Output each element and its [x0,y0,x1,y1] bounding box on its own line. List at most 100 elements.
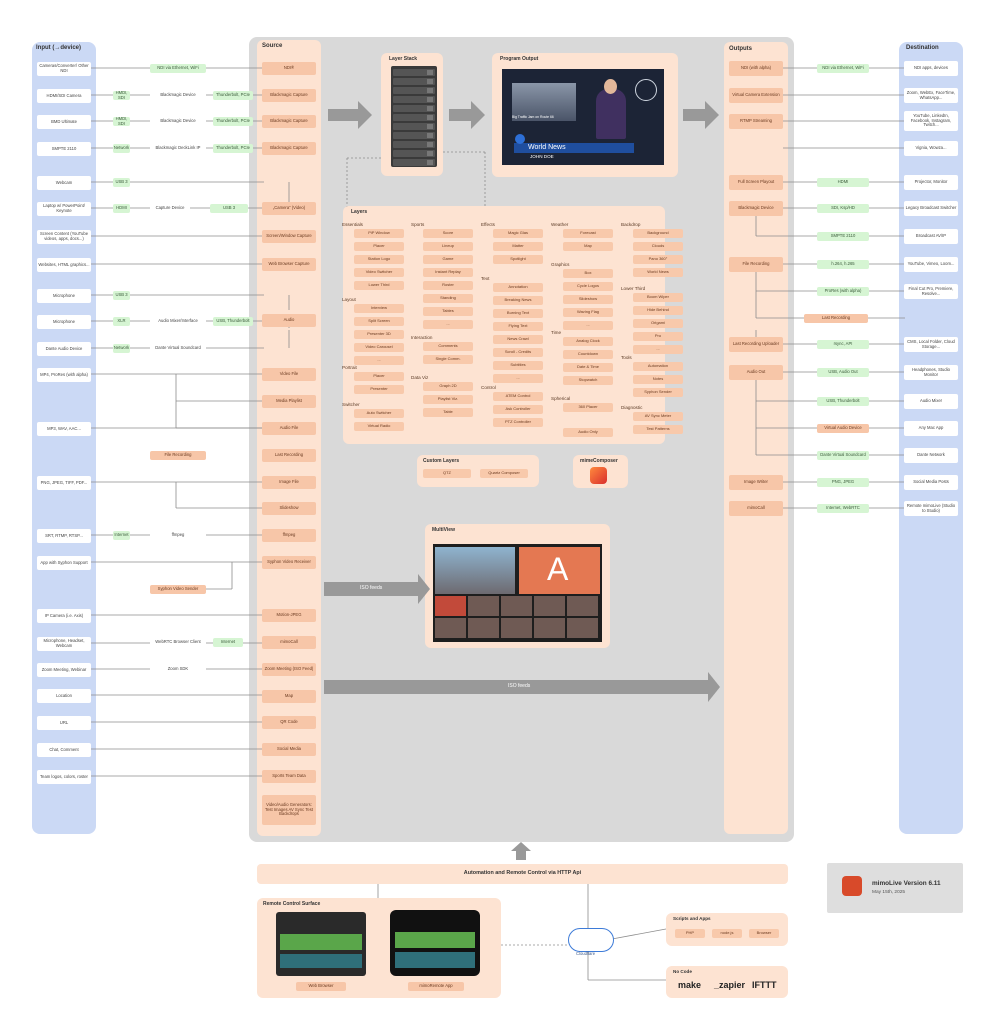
source-item[interactable]: Blackmagic Capture [262,142,316,155]
source-item[interactable]: NDI® [262,62,316,75]
layer-button[interactable]: Standing [423,294,473,303]
layer-button[interactable]: Presenter [354,385,404,394]
layer-button[interactable]: ... [563,321,613,330]
layer-button[interactable]: Instant Replay [423,268,473,277]
layer-button[interactable]: Syphon Sender [633,388,683,397]
layer-button[interactable]: Table [423,408,473,417]
layer-button[interactable]: Background [633,229,683,238]
source-item[interactable]: Web Browser Capture [262,258,316,271]
layer-button[interactable]: Box [563,269,613,278]
layer-button[interactable]: ... [423,320,473,329]
layer-button[interactable]: Auto Switcher [354,409,404,418]
layer-button[interactable]: Pro [633,332,683,341]
output-item[interactable]: Full Screen Playout [729,175,783,190]
layer-toggle-icon[interactable] [427,115,433,120]
source-item[interactable]: Video/Audio Generators: Test Images AV S… [262,795,316,825]
layer-stack-row[interactable] [393,69,435,76]
layer-button[interactable]: Origami [633,319,683,328]
layer-stack-row[interactable] [393,96,435,103]
layer-button[interactable]: Interview [354,304,404,313]
layer-toggle-icon[interactable] [427,106,433,111]
source-item[interactable]: Audio [262,314,316,327]
source-item[interactable]: Motion-JPEG [262,609,316,622]
layer-stack-row[interactable] [393,123,435,130]
source-item[interactable]: Syphon Video Receiver [262,556,316,569]
layer-button[interactable]: Tables [423,307,473,316]
layer-button[interactable]: Map [563,242,613,251]
source-item[interactable]: Slideshow [262,502,316,515]
layer-button[interactable]: News Crawl [493,335,543,344]
layer-button[interactable]: Comments [423,342,473,351]
layer-button[interactable]: Countdown [563,350,613,359]
layer-button[interactable]: Graph 2D [423,382,473,391]
layer-button[interactable]: Virtual Radio [354,422,404,431]
output-item[interactable]: NDI (with alpha) [729,61,783,76]
layer-button[interactable]: Test Patterns [633,425,683,434]
mimoremote-app-mockup[interactable] [390,910,480,976]
layer-button[interactable]: PTZ Controller [493,418,543,427]
layer-toggle-icon[interactable] [427,124,433,129]
output-item[interactable]: Last Recording Uploader [729,337,783,352]
source-item[interactable]: mimoCall [262,636,316,649]
layer-toggle-icon[interactable] [427,88,433,93]
output-item[interactable]: Virtual Camera Extension [729,88,783,103]
source-item[interactable]: Image File [262,476,316,489]
layer-button[interactable]: Lineup [423,242,473,251]
layer-button[interactable]: Matter [493,242,543,251]
layer-button[interactable]: PiP Window [354,229,404,238]
layer-stack-row[interactable] [393,87,435,94]
layer-toggle-icon[interactable] [427,160,433,165]
output-item[interactable]: File Recording [729,257,783,272]
layer-stack-row[interactable] [393,141,435,148]
layer-stack-row[interactable] [393,132,435,139]
source-item[interactable]: Zoom Meeting (ISO Feed) [262,663,316,676]
layer-button[interactable]: Station Logo [354,255,404,264]
custom-layer-quartz[interactable]: Quartz Composer [480,469,528,478]
layer-toggle-icon[interactable] [427,142,433,147]
layer-button[interactable]: Stopwatch [563,376,613,385]
source-item[interactable]: QR Code [262,716,316,729]
layer-button[interactable]: Hide Behind [633,306,683,315]
layer-button[interactable]: Notes [633,375,683,384]
layer-button[interactable]: Video Carousel [354,343,404,352]
layer-button[interactable]: Waving Flag [563,308,613,317]
source-item[interactable]: „Camera“ (Video) [262,202,316,215]
custom-layer-qtz[interactable]: QTZ [423,469,471,478]
layer-toggle-icon[interactable] [427,79,433,84]
layer-button[interactable]: Split Screen [354,317,404,326]
layer-button[interactable]: Game [423,255,473,264]
source-item[interactable]: Screen/Window Capture [262,230,316,243]
source-item[interactable]: Video File [262,368,316,381]
layer-button[interactable]: Subtitles [493,361,543,370]
source-item[interactable]: Last Recording [262,449,316,462]
layer-stack-window[interactable] [391,66,437,167]
layer-button[interactable]: Clouds [633,242,683,251]
layer-toggle-icon[interactable] [427,133,433,138]
layer-button[interactable]: Placer [354,242,404,251]
layer-button[interactable]: World News [633,268,683,277]
layer-button[interactable]: Breaking News [493,296,543,305]
layer-button[interactable]: Date & Time [563,363,613,372]
layer-button[interactable]: Placer [354,372,404,381]
layer-button[interactable]: Analog Clock [563,337,613,346]
output-item[interactable]: Blackmagic Device [729,201,783,216]
layer-button[interactable]: Forecast [563,229,613,238]
source-item[interactable]: Media Playlist [262,395,316,408]
source-item[interactable]: Map [262,690,316,703]
source-item[interactable]: Sports Team Data [262,770,316,783]
mimecomposer-app-icon[interactable] [590,467,607,484]
layer-toggle-icon[interactable] [427,97,433,102]
source-item[interactable]: ffmpeg [262,529,316,542]
layer-button[interactable]: ... [633,345,683,354]
source-item[interactable]: Audio File [262,422,316,435]
output-item[interactable]: mimoCall [729,501,783,516]
layer-button[interactable]: Slideshow [563,295,613,304]
source-item[interactable]: Blackmagic Capture [262,89,316,102]
layer-button[interactable]: Audio Only [563,428,613,437]
layer-button[interactable]: Lower Third [354,281,404,290]
layer-button[interactable]: Roster [423,281,473,290]
layer-button[interactable]: AV Sync Meter [633,412,683,421]
layer-toggle-icon[interactable] [427,151,433,156]
layer-stack-row[interactable] [393,105,435,112]
layer-button[interactable]: Cycle Logos [563,282,613,291]
